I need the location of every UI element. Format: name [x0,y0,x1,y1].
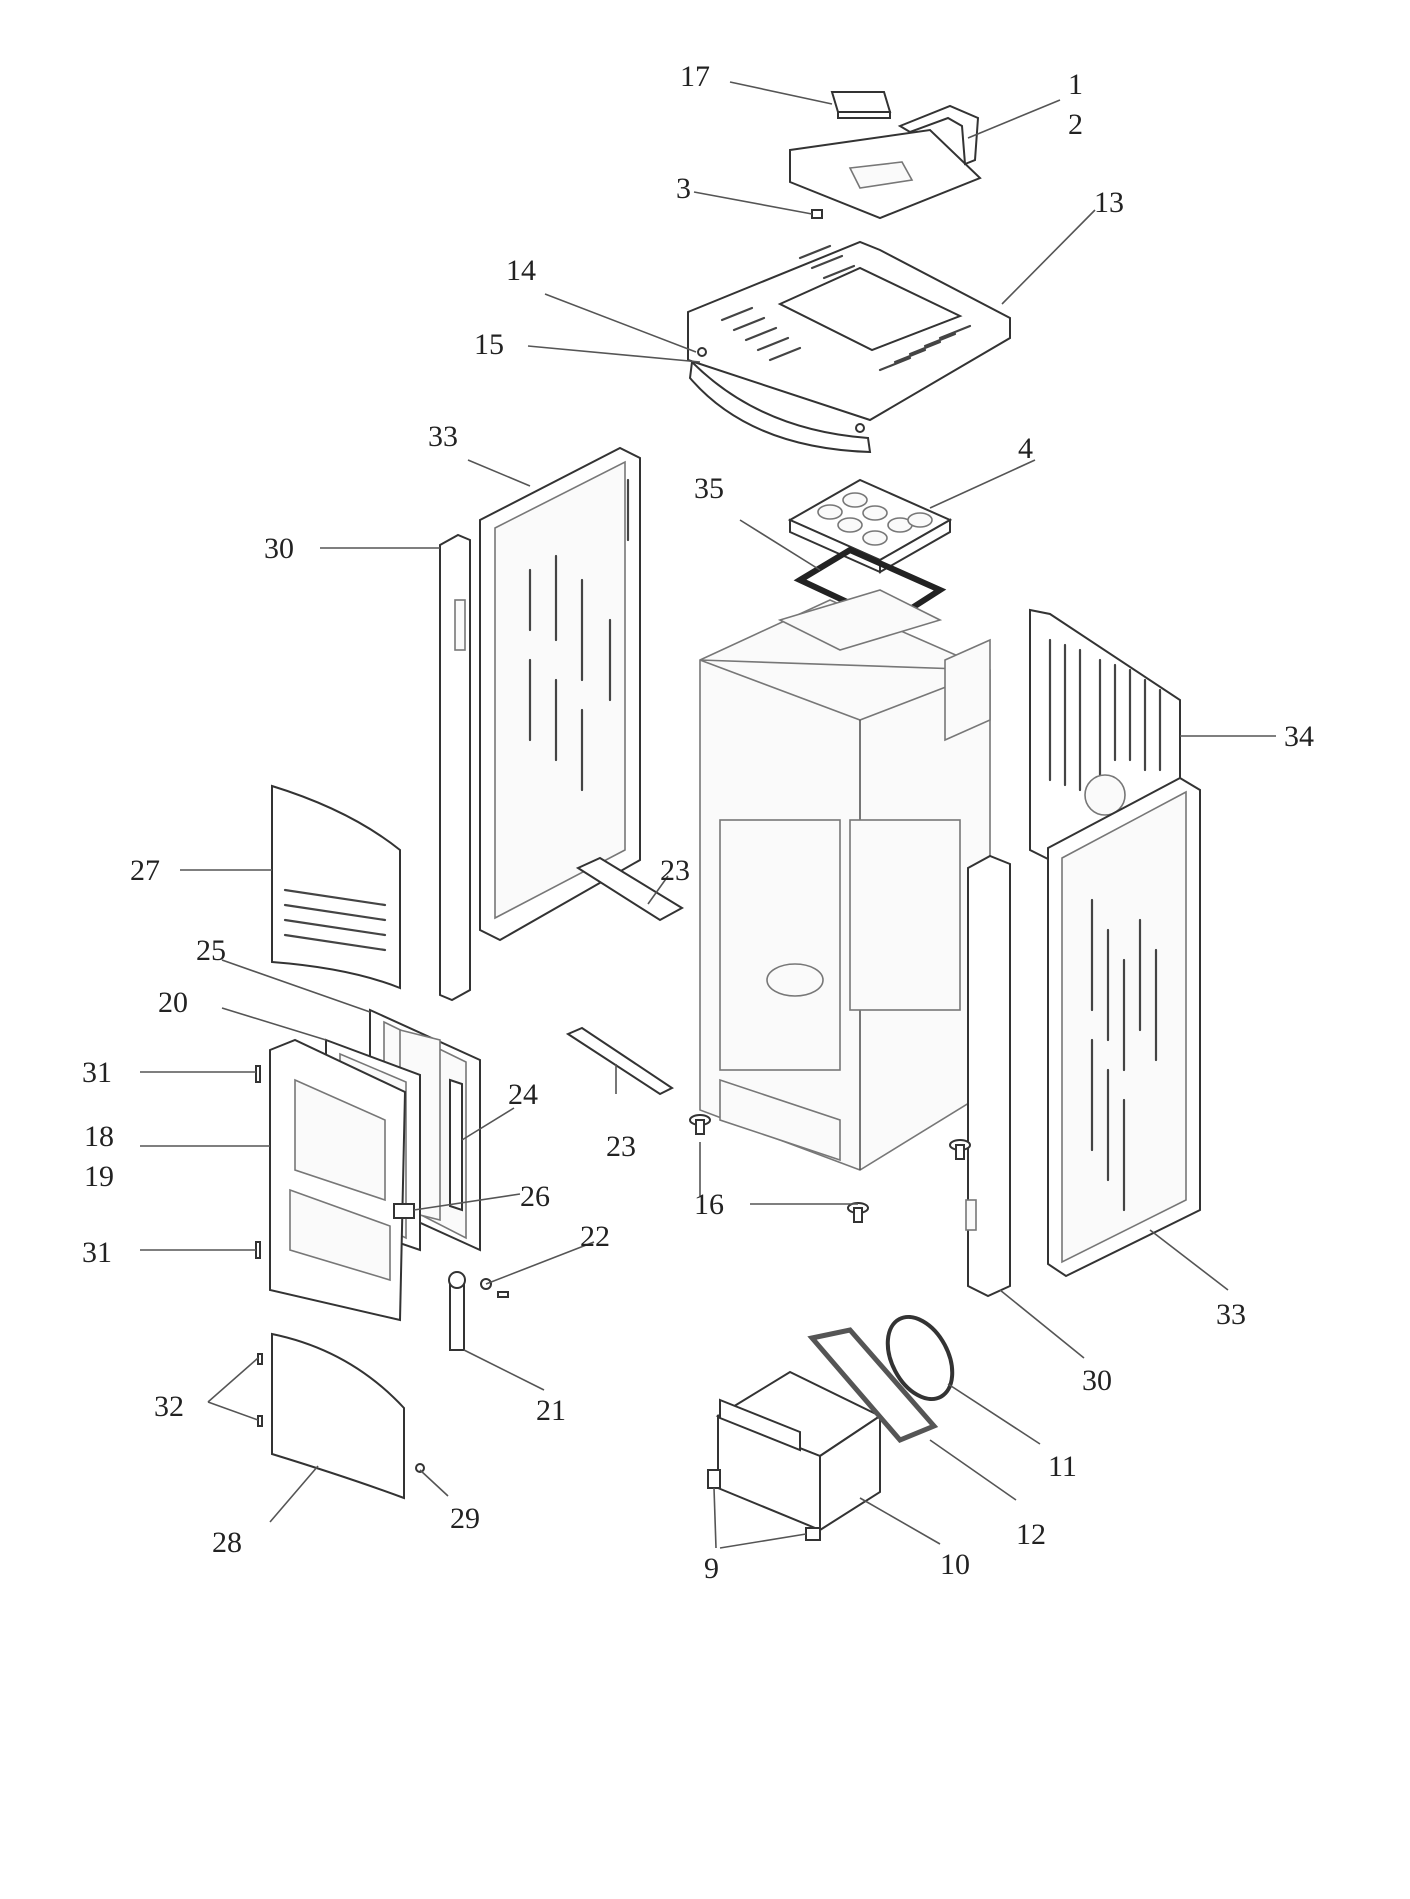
part-21-handle-rod [448,1271,466,1351]
part-13-top-frame [687,240,1011,422]
callout-2: 2 [1068,108,1083,141]
callout-20: 20 [158,986,188,1019]
callout-11: 11 [1048,1450,1077,1483]
callout-34: 34 [1284,720,1314,753]
callout-labels: 17 1 2 3 13 14 15 33 4 35 30 34 27 23 25… [82,60,1314,1585]
part-26-handle-bracket [393,1203,415,1219]
callout-9: 9 [704,1552,719,1585]
callout-19: 19 [84,1160,114,1193]
part-27-upper-front-panel [271,784,401,990]
callout-4: 4 [1018,432,1033,465]
callout-27: 27 [130,854,160,887]
callout-30: 30 [1082,1364,1112,1397]
part-29-screw [415,1463,425,1473]
callout-17: 17 [680,60,710,93]
callout-26: 26 [520,1180,550,1213]
part-12-drawer-gasket [807,1327,939,1443]
callout-10: 10 [940,1548,970,1581]
callout-29: 29 [450,1502,480,1535]
callout-1: 1 [1068,68,1083,101]
part-23-lower-bracket [565,1026,674,1096]
part-16-feet [689,1114,971,1223]
callout-13: 13 [1094,186,1124,219]
callout-21: 21 [536,1394,566,1427]
callout-32: 32 [154,1390,184,1423]
part-4-grid [787,478,953,574]
part-18-19-door [269,1038,407,1322]
callout-14: 14 [506,254,536,287]
callout-15: 15 [474,328,504,361]
part-15-front-trim [688,347,872,454]
callout-33: 33 [428,420,458,453]
part-23-upper-bracket [575,856,684,922]
callout-3: 3 [676,172,691,205]
part-33-right-side-panel [1047,776,1201,1278]
part-10-ash-drawer [715,1370,883,1532]
callout-31: 31 [82,1236,112,1269]
part-32-pins [257,1353,263,1427]
callout-30: 30 [264,532,294,565]
part-1-2-top-lid [789,104,982,220]
callout-24: 24 [508,1078,538,1111]
leader-lines [140,81,1276,1549]
callout-16: 16 [694,1188,724,1221]
main-stove-body [699,589,991,1171]
part-22-screws [480,1278,509,1298]
callout-12: 12 [1016,1518,1046,1551]
part-3-bolt [811,209,823,219]
callout-18: 18 [84,1120,114,1153]
part-31-pins [255,1065,261,1259]
part-30-left-column [439,533,471,1002]
callout-25: 25 [196,934,226,967]
callout-28: 28 [212,1526,242,1559]
part-28-lower-front-panel [271,1332,405,1500]
part-17-top-insert [830,91,892,119]
callout-33: 33 [1216,1298,1246,1331]
callout-23: 23 [660,854,690,887]
part-33-left-side-panel [479,446,641,942]
callout-23: 23 [606,1130,636,1163]
callout-35: 35 [694,472,724,505]
part-11-round-gasket [885,1314,955,1402]
callout-31: 31 [82,1056,112,1089]
part-30-right-column [965,854,1011,1298]
callout-22: 22 [580,1220,610,1253]
